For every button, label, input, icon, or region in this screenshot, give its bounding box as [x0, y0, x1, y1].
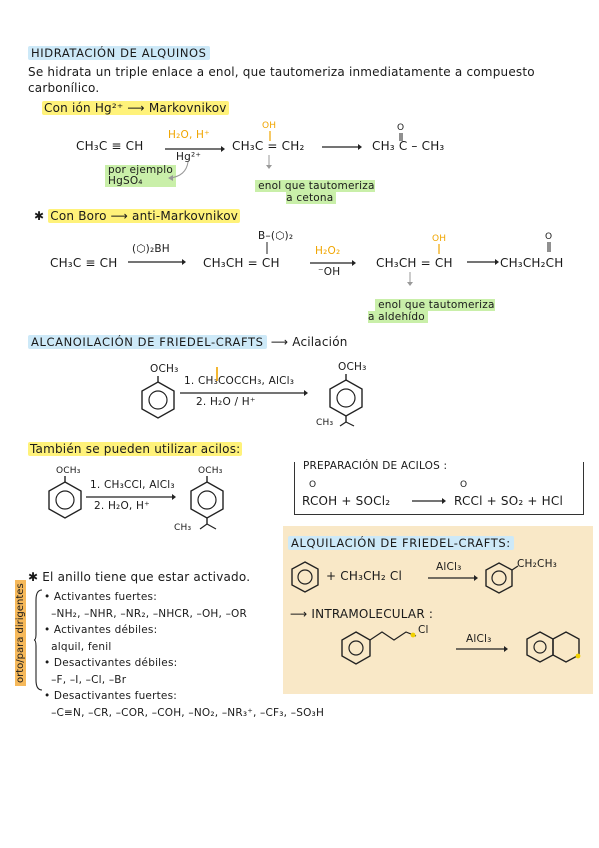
section-title-hidratacion: HIDRATACIÓN DE ALQUINOS	[28, 46, 210, 60]
alquilacion-catalyst: AlCl₃	[436, 561, 462, 573]
intramolecular-title: ⟶ INTRAMOLECULAR :	[290, 607, 434, 621]
r2-enol-note-arrow	[407, 272, 413, 286]
r1-arrow-1	[165, 146, 225, 152]
alquilacion-arrow	[428, 575, 478, 581]
acil-arrow	[180, 390, 308, 396]
r2-borane-bond	[266, 242, 268, 254]
acil-product-ring-icon	[329, 374, 363, 427]
acil-cleavage-mark	[216, 367, 218, 381]
activacion-item: • Desactivantes débiles:	[44, 657, 178, 669]
alquilacion-reagent: + CH₃CH₂ Cl	[326, 569, 403, 583]
r2-product-o: O	[545, 232, 553, 242]
r2-enol-note: enol que tautomeriza a aldehído	[368, 299, 495, 323]
r2-arrow-3	[467, 259, 499, 265]
acilos-reactant-substituent: OCH₃	[56, 466, 81, 476]
r1-product-o: O	[397, 123, 405, 133]
r2-enol-oh: OH	[432, 234, 447, 244]
intramolecular-cl: Cl	[418, 624, 429, 636]
intramolecular-reactant-icon	[341, 631, 417, 665]
r1-product: CH₃ C – CH₃	[372, 139, 445, 153]
preparacion-o-1: O	[309, 480, 317, 490]
preparacion-arrow	[412, 498, 446, 504]
activacion-item: –F, –I, –Cl, –Br	[44, 673, 127, 686]
intro-line-2: carbonílico.	[28, 81, 100, 95]
bullet-anti-markovnikov: ✱ Con Boro ⟶ anti-Markovnikov	[34, 209, 241, 223]
intramolecular-arrow	[456, 646, 508, 652]
r1-enol-bond	[269, 131, 271, 141]
activacion-item: alquil, fenil	[44, 640, 112, 653]
acil-reactant-ring-icon	[141, 376, 175, 419]
acilos-product-ring-icon	[190, 476, 224, 530]
r1-reagent-bottom: Hg²⁺	[176, 151, 202, 163]
r1-enol-note: enol que tautomeriza a cetona	[248, 168, 375, 204]
acilos-reagent-2: 2. H₂O, H⁺	[94, 500, 150, 512]
activacion-title: ✱ El anillo tiene que estar activado.	[28, 570, 251, 584]
acil-product-substituent: OCH₃	[338, 361, 367, 373]
r1-enol-note-arrow	[266, 155, 272, 169]
acil-reagent-1: 1. CH₃COCCH₃, AlCl₃	[184, 375, 295, 387]
activacion-item: –C≡N, –CR, –COR, –COH, –NO₂, –NR₃⁺, –CF₃…	[44, 706, 325, 719]
acil-reactant-substituent: OCH₃	[150, 363, 179, 375]
r2-enol-bond	[438, 244, 440, 254]
acilos-reactant-ring-icon	[48, 476, 82, 519]
r2-enol: CH₃CH = CH	[376, 256, 453, 270]
acilos-reagent-1: 1. CH₃CCl, AlCl₃	[90, 479, 175, 491]
activacion-item: • Activantes fuertes:	[44, 591, 157, 603]
intramolecular-catalyst: AlCl₃	[466, 633, 492, 645]
alquilacion-product-sub: CH₂CH₃	[517, 558, 558, 570]
intramolecular-product-icon	[526, 631, 581, 663]
r2-arrow-1	[128, 259, 186, 265]
r2-arrow-2	[310, 260, 356, 266]
r2-intermediate: CH₃CH = CH	[203, 256, 280, 270]
r1-note-arrow	[168, 161, 189, 181]
activacion-item: –NH₂, –NHR, –NR₂, –NHCR, –OH, –OR	[44, 607, 248, 620]
preparacion-left: RCOH + SOCl₂	[302, 494, 391, 508]
acilos-product-acyl: CH₃	[174, 523, 192, 533]
r2-oxid-top: H₂O₂	[315, 245, 341, 257]
alquilacion-title: ALQUILACIÓN DE FRIEDEL-CRAFTS:	[288, 536, 514, 550]
section-title-friedel-acilacion: ALCANOILACIÓN DE FRIEDEL-CRAFTS ⟶ Acilac…	[28, 335, 348, 349]
r2-oxid-bottom: ⁻OH	[318, 266, 341, 278]
activacion-brace	[33, 589, 43, 691]
r1-arrow-2	[322, 144, 362, 150]
r2-product: CH₃CH₂CH	[500, 256, 564, 270]
bullet-markovnikov: Con ión Hg²⁺ ⟶ Markovnikov	[42, 101, 229, 115]
r1-enol-oh: OH	[262, 121, 277, 131]
r1-reactant: CH₃C ≡ CH	[76, 139, 144, 153]
r2-product-double-bond	[547, 242, 551, 252]
side-label-orto-para: orto/para dirigentes	[15, 580, 26, 686]
preparacion-o-2: O	[460, 480, 468, 490]
acilos-title: También se pueden utilizar acilos:	[28, 442, 243, 456]
acilos-product-substituent: OCH₃	[198, 466, 223, 476]
acil-product-acyl: CH₃	[316, 418, 334, 428]
r2-reactant: CH₃C ≡ CH	[50, 256, 118, 270]
r1-product-double-bond	[399, 133, 403, 141]
alquilacion-product-ring-icon	[485, 562, 519, 594]
preparacion-box	[294, 462, 584, 515]
acilos-arrow	[86, 494, 176, 500]
preparacion-right: RCCl + SO₂ + HCl	[454, 494, 564, 508]
acil-reagent-2: 2. H₂O / H⁺	[196, 396, 256, 408]
preparacion-title: PREPARACIÓN DE ACILOS :	[300, 460, 451, 472]
activacion-item: • Activantes débiles:	[44, 624, 158, 636]
alquilacion-ring-icon	[291, 561, 319, 593]
r1-note-hgso4: por ejemplo HgSO₄	[105, 165, 177, 187]
r1-enol: CH₃C = CH₂	[232, 139, 305, 153]
activacion-list: • Activantes fuertes: –NH₂, –NHR, –NR₂, …	[44, 589, 324, 721]
r1-reagent-top: H₂O, H⁺	[168, 129, 210, 141]
intro-line-1: Se hidrata un triple enlace a enol, que …	[28, 65, 535, 79]
r2-borane: B–(⬡)₂	[258, 230, 294, 242]
alquilacion-panel	[283, 526, 593, 694]
r2-reagent: (⬡)₂BH	[132, 243, 170, 255]
activacion-item: • Desactivantes fuertes:	[44, 690, 177, 702]
